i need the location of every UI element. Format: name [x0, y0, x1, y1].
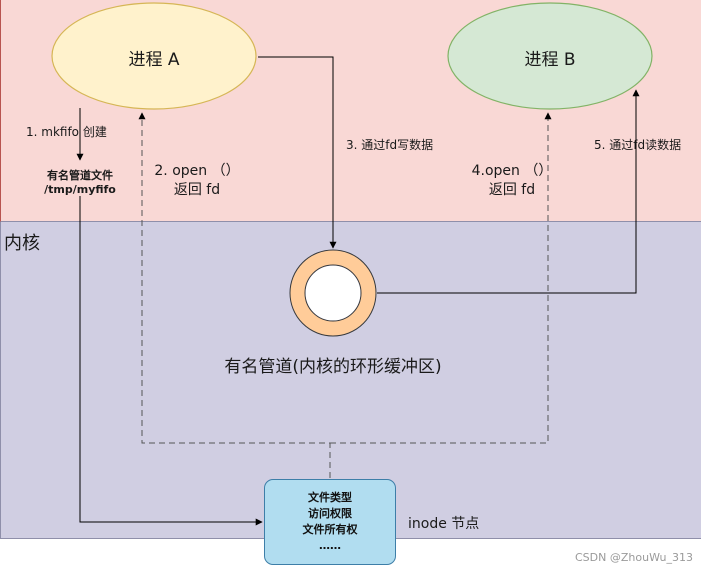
- return-fd-arrow-b: [330, 112, 552, 444]
- read-step-label: 5. 通过fd读数据: [594, 138, 682, 152]
- watermark: CSDN @ZhouWu_313: [575, 551, 694, 564]
- process-b-node: [447, 2, 653, 110]
- pipe-ring-inner: [305, 265, 361, 321]
- pipe-label: 有名管道(内核的环形缓冲区): [224, 357, 442, 377]
- process-b-label: 进程 B: [524, 50, 576, 70]
- open-b-label-line2: 返回 fd: [488, 182, 536, 198]
- fifo-file-label-line1: 有名管道文件: [47, 169, 113, 182]
- fifo-to-inode-arrow: [79, 196, 263, 526]
- inode-label: inode 节点: [408, 516, 480, 532]
- inode-ellipsis: ……: [319, 539, 341, 552]
- inode-file-type: 文件类型: [308, 491, 352, 504]
- process-a-node: [51, 2, 257, 110]
- process-a-label: 进程 A: [128, 50, 180, 70]
- open-b-label-line1: 4.open （）: [471, 163, 553, 179]
- write-step-label: 3. 通过fd写数据: [346, 138, 434, 152]
- mkfifo-step-label: 1. mkfifo 创建: [26, 125, 107, 139]
- read-arrow: [377, 89, 640, 294]
- open-a-label-line1: 2. open （）: [154, 163, 240, 179]
- inode-ownership: 文件所有权: [302, 523, 358, 536]
- inode-access-rights: 访问权限: [308, 507, 352, 520]
- fifo-file-label-line2: /tmp/myfifo: [44, 183, 116, 196]
- inode-node: 文件类型 访问权限 文件所有权 ……: [264, 479, 396, 565]
- kernel-space-label: 内核: [4, 233, 40, 254]
- write-arrow: [258, 56, 337, 249]
- open-a-label-line2: 返回 fd: [173, 182, 221, 198]
